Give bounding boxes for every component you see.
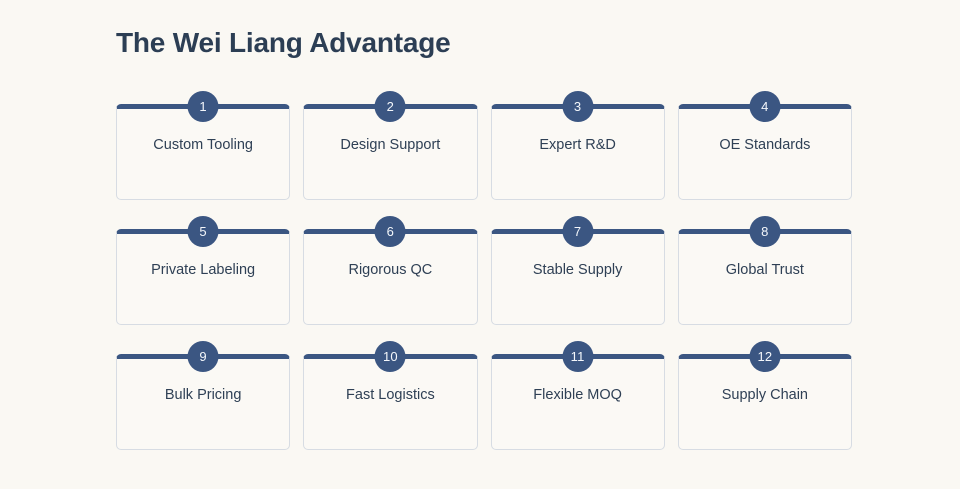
advantage-card[interactable]: 4 OE Standards <box>677 91 852 200</box>
card-label: Supply Chain <box>721 387 808 403</box>
advantage-card[interactable]: 11 Flexible MOQ <box>490 341 665 450</box>
card-number-badge: 6 <box>374 216 406 247</box>
card-label: Custom Tooling <box>153 137 253 153</box>
card-number-badge: 10 <box>374 341 406 372</box>
page-title: The Wei Liang Advantage <box>116 27 451 58</box>
advantage-card-grid: 1 Custom Tooling 2 Design Support 3 Expe… <box>116 91 852 450</box>
advantage-card[interactable]: 5 Private Labeling <box>116 216 291 325</box>
card-label: Flexible MOQ <box>533 387 622 403</box>
card-number-badge: 5 <box>187 216 219 247</box>
advantage-card[interactable]: 1 Custom Tooling <box>116 91 291 200</box>
advantage-card[interactable]: 3 Expert R&D <box>490 91 665 200</box>
card-label: Private Labeling <box>151 262 256 278</box>
advantage-card[interactable]: 8 Global Trust <box>677 216 852 325</box>
card-number-badge: 7 <box>562 216 594 247</box>
advantage-card[interactable]: 2 Design Support <box>303 91 478 200</box>
card-label: Design Support <box>340 137 441 153</box>
advantage-card[interactable]: 7 Stable Supply <box>490 216 665 325</box>
advantage-card[interactable]: 6 Rigorous QC <box>303 216 478 325</box>
card-number-badge: 3 <box>562 91 594 122</box>
card-number-badge: 4 <box>749 91 781 122</box>
card-label: Expert R&D <box>539 137 616 153</box>
card-label: Bulk Pricing <box>164 387 242 403</box>
card-label: Fast Logistics <box>346 387 435 403</box>
card-number-badge: 9 <box>187 341 219 372</box>
card-number-badge: 12 <box>749 341 781 372</box>
card-number-badge: 11 <box>562 341 594 372</box>
card-label: Stable Supply <box>532 262 623 278</box>
card-number-badge: 2 <box>374 91 406 122</box>
card-label: OE Standards <box>719 137 811 153</box>
card-number-badge: 1 <box>187 91 219 122</box>
card-label: Rigorous QC <box>348 262 433 278</box>
advantage-card[interactable]: 12 Supply Chain <box>677 341 852 450</box>
card-number-badge: 8 <box>749 216 781 247</box>
advantage-card[interactable]: 9 Bulk Pricing <box>116 341 291 450</box>
advantage-card[interactable]: 10 Fast Logistics <box>303 341 478 450</box>
card-label: Global Trust <box>725 262 804 278</box>
